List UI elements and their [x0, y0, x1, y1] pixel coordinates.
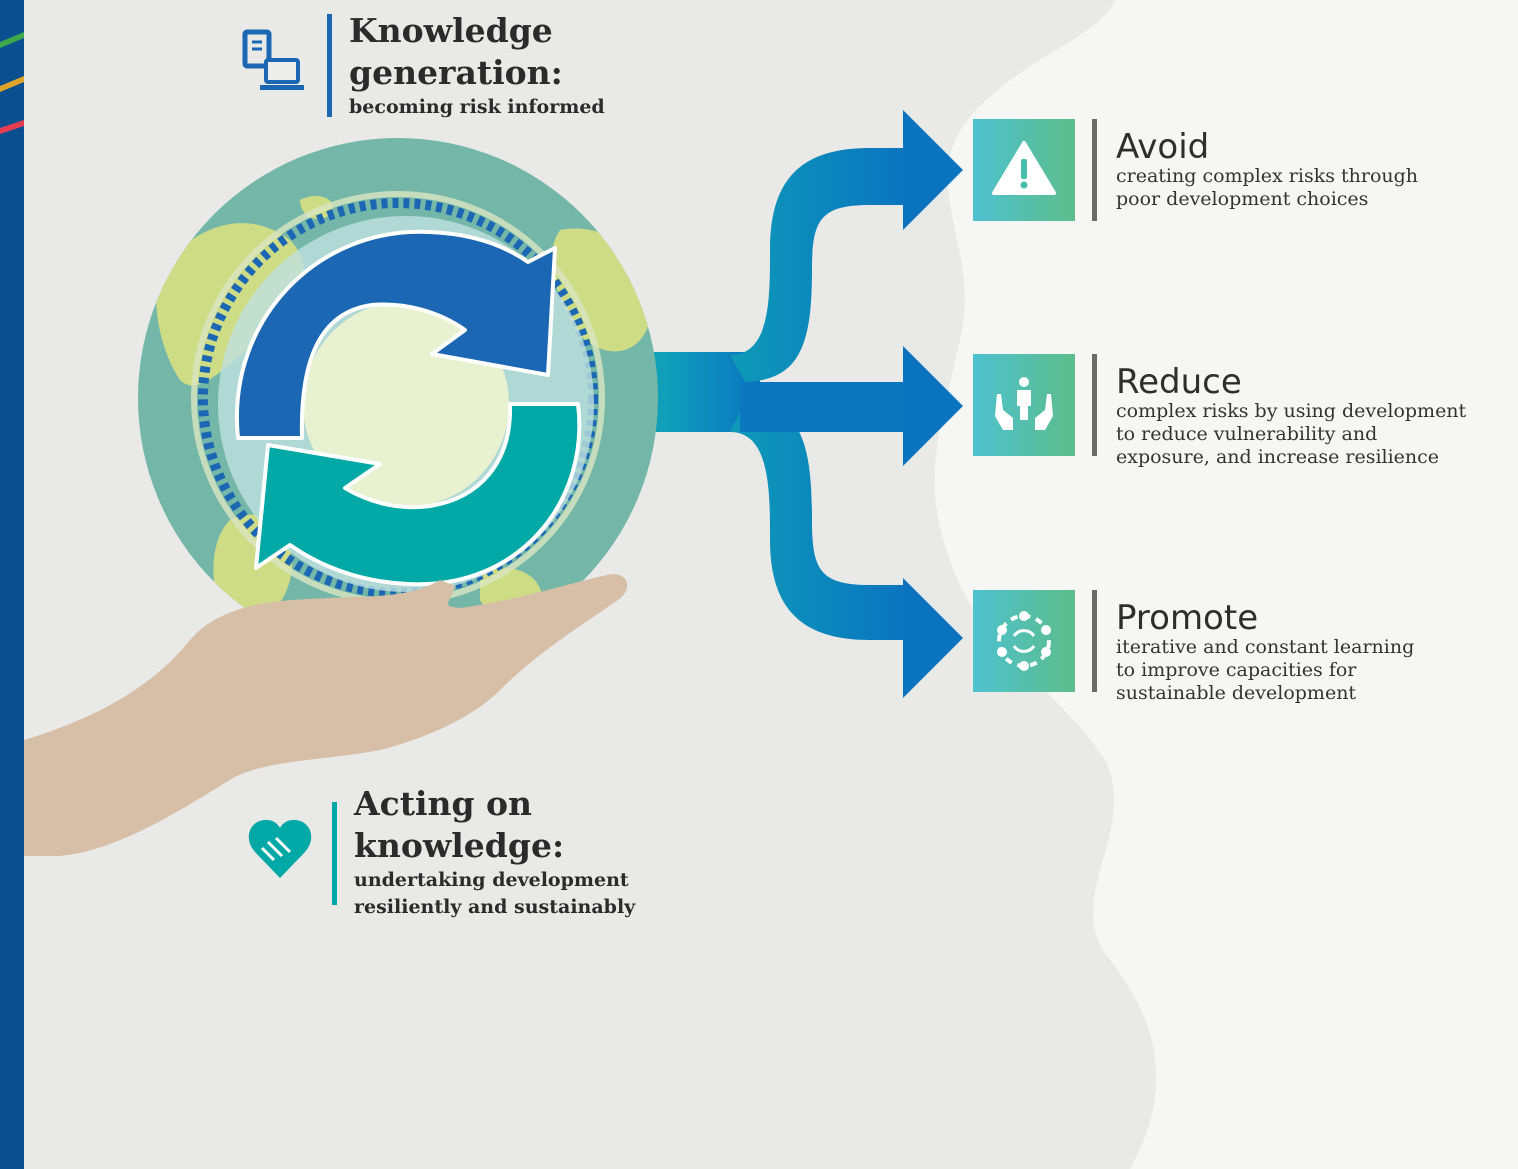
outcome-desc-line: sustainable development	[1116, 682, 1357, 704]
outcome-desc-line: to improve capacities for	[1116, 659, 1357, 681]
knowledge-title-line1: Knowledge	[349, 11, 553, 50]
acting-title-line2: knowledge:	[354, 826, 565, 865]
document-laptop-icon	[242, 29, 304, 90]
knowledge-subtitle: becoming risk informed	[349, 96, 605, 118]
outcome-desc-line: to reduce vulnerability and	[1116, 423, 1378, 445]
knowledge-generation-block: Knowledge generation: becoming risk info…	[328, 10, 628, 125]
hands-protect-person-icon	[995, 377, 1053, 430]
acting-subtitle-line2: resiliently and sustainably	[354, 896, 636, 918]
arrow-head-avoid	[903, 110, 963, 230]
outcome-desc-line: exposure, and increase resilience	[1116, 446, 1440, 468]
outcome-description: complex risks by using development to re…	[1116, 400, 1496, 469]
acting-rule	[332, 802, 337, 905]
left-color-stripes	[0, 32, 24, 134]
knowledge-rule	[327, 14, 332, 117]
hand	[24, 574, 628, 856]
left-accent-bar	[0, 0, 24, 1169]
outcome-desc-line: creating complex risks through	[1116, 165, 1419, 187]
outcome-card-reduce: Reduce complex risks by using developmen…	[973, 354, 1493, 468]
outcome-description: iterative and constant learning to impro…	[1116, 636, 1496, 705]
arrow-head-reduce	[903, 346, 963, 466]
globe	[138, 138, 658, 658]
cycle-dots-icon	[997, 611, 1051, 671]
handshake-heart-icon	[248, 819, 312, 878]
outcome-divider	[1092, 354, 1097, 456]
arrow-head-promote	[903, 578, 963, 698]
knowledge-title-line2: generation:	[349, 53, 563, 92]
acting-subtitle-line1: undertaking development	[354, 869, 629, 891]
outcome-title: Promote	[1116, 598, 1259, 638]
outcome-card-promote: Promote iterative and constant learning …	[973, 590, 1493, 704]
outcome-tile-reduce	[973, 354, 1075, 456]
outcome-desc-line: complex risks by using development	[1116, 400, 1467, 422]
outcome-divider	[1092, 590, 1097, 692]
outcome-tile-promote	[973, 590, 1075, 692]
acting-title-line1: Acting on	[354, 784, 533, 823]
outcome-divider	[1092, 119, 1097, 221]
outcome-tile-avoid	[973, 119, 1075, 221]
cycle-arrow-blue	[234, 229, 557, 440]
outcome-desc-line: iterative and constant learning	[1116, 636, 1415, 658]
acting-on-knowledge-block: Acting on knowledge: undertaking develop…	[333, 783, 653, 923]
outcome-title: Avoid	[1116, 127, 1210, 167]
outcome-desc-line: poor development choices	[1116, 188, 1369, 210]
cycle-arrow-teal	[254, 402, 582, 587]
outcome-description: creating complex risks through poor deve…	[1116, 165, 1496, 211]
outcome-title: Reduce	[1116, 362, 1242, 402]
outcome-card-avoid: Avoid creating complex risks through poo…	[973, 119, 1493, 221]
warning-icon	[992, 141, 1056, 195]
